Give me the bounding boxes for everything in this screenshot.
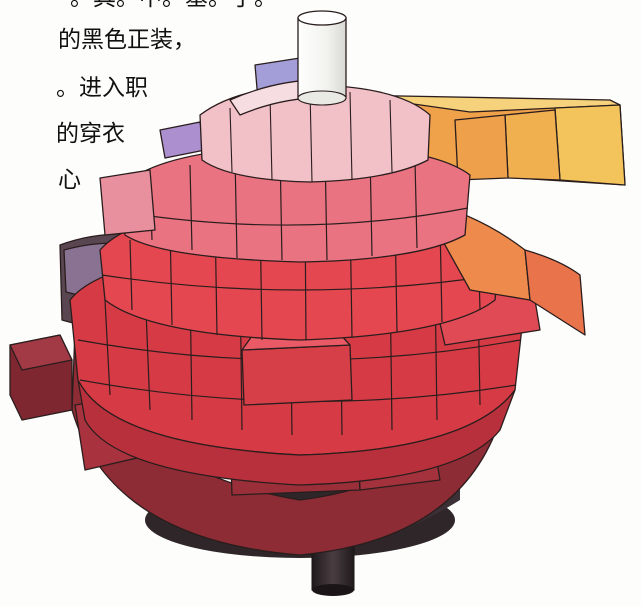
- text-line: 的黑色正装，: [58, 27, 196, 53]
- text-line: 。其。中。基。于。: [70, 0, 277, 16]
- neutral-axis-top: [297, 10, 347, 106]
- cropped-text-fragment: 。其。中。基。于。 的黑色正装， 。进入职 的穿衣 心: [0, 0, 277, 220]
- text-line: 的穿衣: [56, 121, 125, 147]
- text-line: 心: [58, 167, 81, 193]
- text-line: 。进入职: [56, 75, 148, 101]
